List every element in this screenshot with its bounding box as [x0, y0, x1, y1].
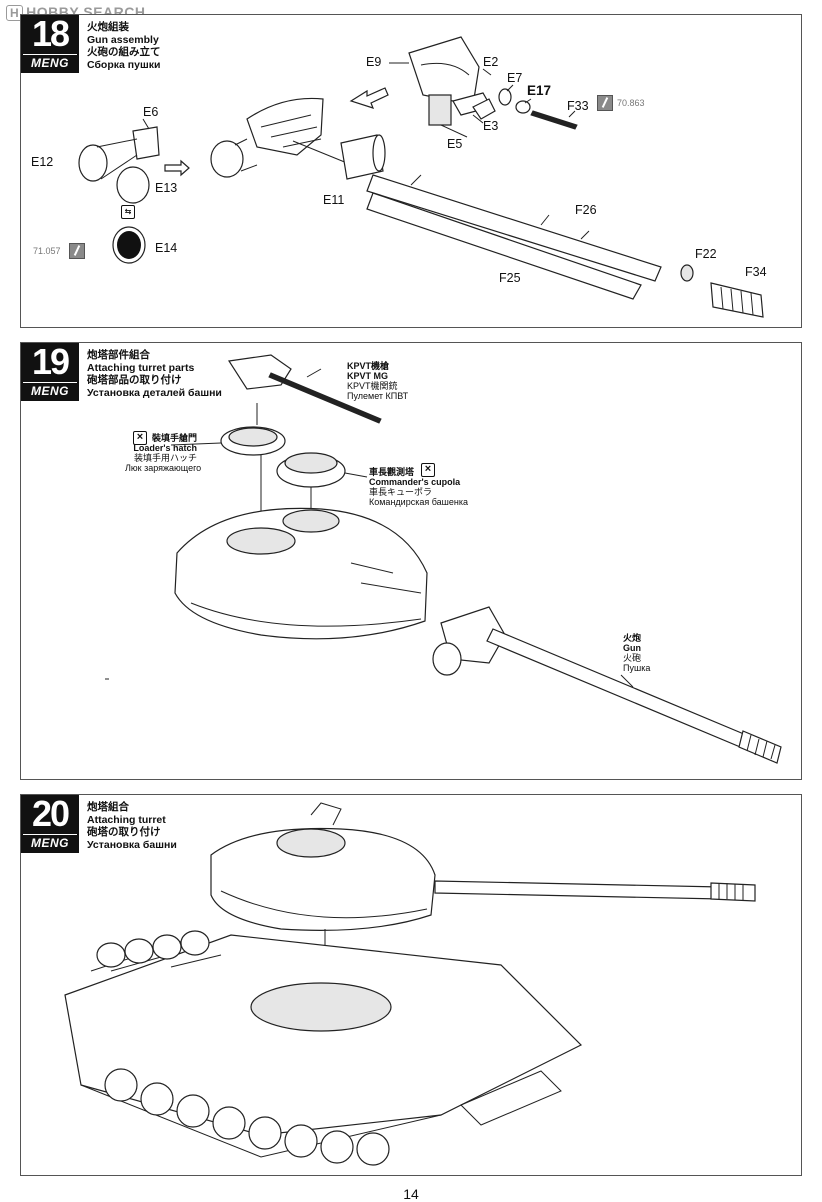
part-label-f33: F33 — [567, 99, 589, 113]
callout-line: 装填手用ハッチ — [133, 453, 197, 463]
watermark-logo: H — [6, 5, 24, 21]
title-en: Gun assembly — [87, 33, 159, 46]
callout-line: Gun — [623, 643, 641, 653]
callout-line: Commander's cupola — [369, 477, 461, 487]
callout-line: 火砲 — [623, 653, 642, 663]
title-cn: 火炮組装 — [87, 21, 129, 33]
page-number: 14 — [403, 1186, 419, 1202]
callout-line: Loader's hatch — [133, 443, 197, 453]
title-ru: Установка башни — [87, 838, 177, 851]
part-label-e5: E5 — [447, 137, 463, 151]
callout-line: KPVT機関銃 — [347, 381, 398, 391]
title-jp: 砲塔の取り付け — [87, 826, 161, 838]
paint-icon — [69, 243, 85, 259]
callout-line: 裝填手艙門 — [151, 433, 197, 443]
brand-logo: MENG — [23, 382, 77, 398]
step-title: 火炮組装 Gun assembly 火砲の組み立て Сборка пушки — [87, 21, 161, 71]
title-jp: 火砲の組み立て — [87, 46, 161, 58]
callout-commanders-cupola: 車長觀測塔 Commander's cupola 車長キューポラ Команди… — [369, 467, 468, 507]
callout-line: KPVT機槍 — [347, 361, 390, 371]
step-title: 炮塔組合 Attaching turret 砲塔の取り付け Установка … — [87, 801, 177, 851]
part-label-f34: F34 — [745, 265, 767, 279]
title-cn: 炮塔部件組合 — [87, 349, 150, 361]
step-number: 19 — [31, 341, 70, 382]
optional-icon: × — [133, 431, 147, 445]
part-label-e2: E2 — [483, 55, 499, 69]
part-label-e14: E14 — [155, 241, 178, 255]
turret-attach-drawing — [64, 802, 756, 1166]
swap-icon: ⇆ — [121, 205, 135, 219]
title-cn: 炮塔組合 — [87, 801, 129, 813]
step-19-panel: 19 MENG 炮塔部件組合 Attaching turret parts 砲塔… — [20, 341, 802, 780]
optional-icon: × — [421, 463, 435, 477]
callout-line: 火炮 — [623, 633, 642, 643]
callout-line: Пушка — [623, 663, 651, 673]
step-number: 20 — [31, 793, 70, 834]
callout-gun: 火炮 Gun 火砲 Пушка — [623, 633, 650, 673]
callout-line: Люк заряжающего — [125, 463, 202, 473]
brand-logo: MENG — [23, 834, 77, 850]
part-label-e17: E17 — [527, 83, 552, 98]
turret-parts-drawing — [105, 354, 782, 764]
paint-icon — [597, 95, 613, 111]
step-badge: 19 MENG — [21, 341, 79, 401]
part-label-f26: F26 — [575, 203, 597, 217]
callout-line: KPVT MG — [347, 371, 389, 381]
callout-line: Командирская башенка — [369, 497, 468, 507]
title-ru: Установка деталей башни — [87, 386, 222, 399]
part-label-e12: E12 — [31, 155, 54, 169]
title-en: Attaching turret — [87, 813, 166, 826]
part-label-e9: E9 — [366, 55, 382, 69]
callout-line: Пулемет КПВТ — [347, 391, 409, 401]
title-ru: Сборка пушки — [87, 58, 161, 71]
part-label-f22: F22 — [695, 247, 717, 261]
step-number: 18 — [31, 13, 70, 54]
part-label-e3: E3 — [483, 119, 499, 133]
gun-assembly-drawing — [78, 36, 764, 318]
paint-code: 70.863 — [617, 98, 645, 108]
part-label-e11: E11 — [323, 193, 345, 207]
step-title: 炮塔部件組合 Attaching turret parts 砲塔部品の取り付け … — [87, 349, 222, 399]
title-en: Attaching turret parts — [87, 361, 195, 374]
part-label-e13: E13 — [155, 181, 178, 195]
step-badge: 18 MENG — [21, 13, 79, 73]
title-jp: 砲塔部品の取り付け — [87, 374, 182, 386]
callout-line: 車長キューポラ — [369, 487, 433, 497]
callout-line: 車長觀測塔 — [369, 467, 415, 477]
step-20-panel: 20 MENG 炮塔組合 Attaching turret 砲塔の取り付け Ус… — [20, 793, 802, 1176]
callout-loaders-hatch: 裝填手艙門 Loader's hatch 装填手用ハッチ Люк заряжаю… — [125, 433, 202, 473]
part-label-e7: E7 — [507, 71, 523, 85]
step-18-panel: 18 MENG 火炮組装 Gun assembly 火砲の組み立て Сборка… — [20, 13, 802, 328]
part-label-f25: F25 — [499, 271, 521, 285]
brand-logo: MENG — [23, 54, 77, 70]
callout-kpvt-mg: KPVT機槍 KPVT MG KPVT機関銃 Пулемет КПВТ — [347, 361, 408, 401]
step-badge: 20 MENG — [21, 793, 79, 853]
part-label-e6: E6 — [143, 105, 159, 119]
paint-code: 71.057 — [33, 246, 61, 256]
